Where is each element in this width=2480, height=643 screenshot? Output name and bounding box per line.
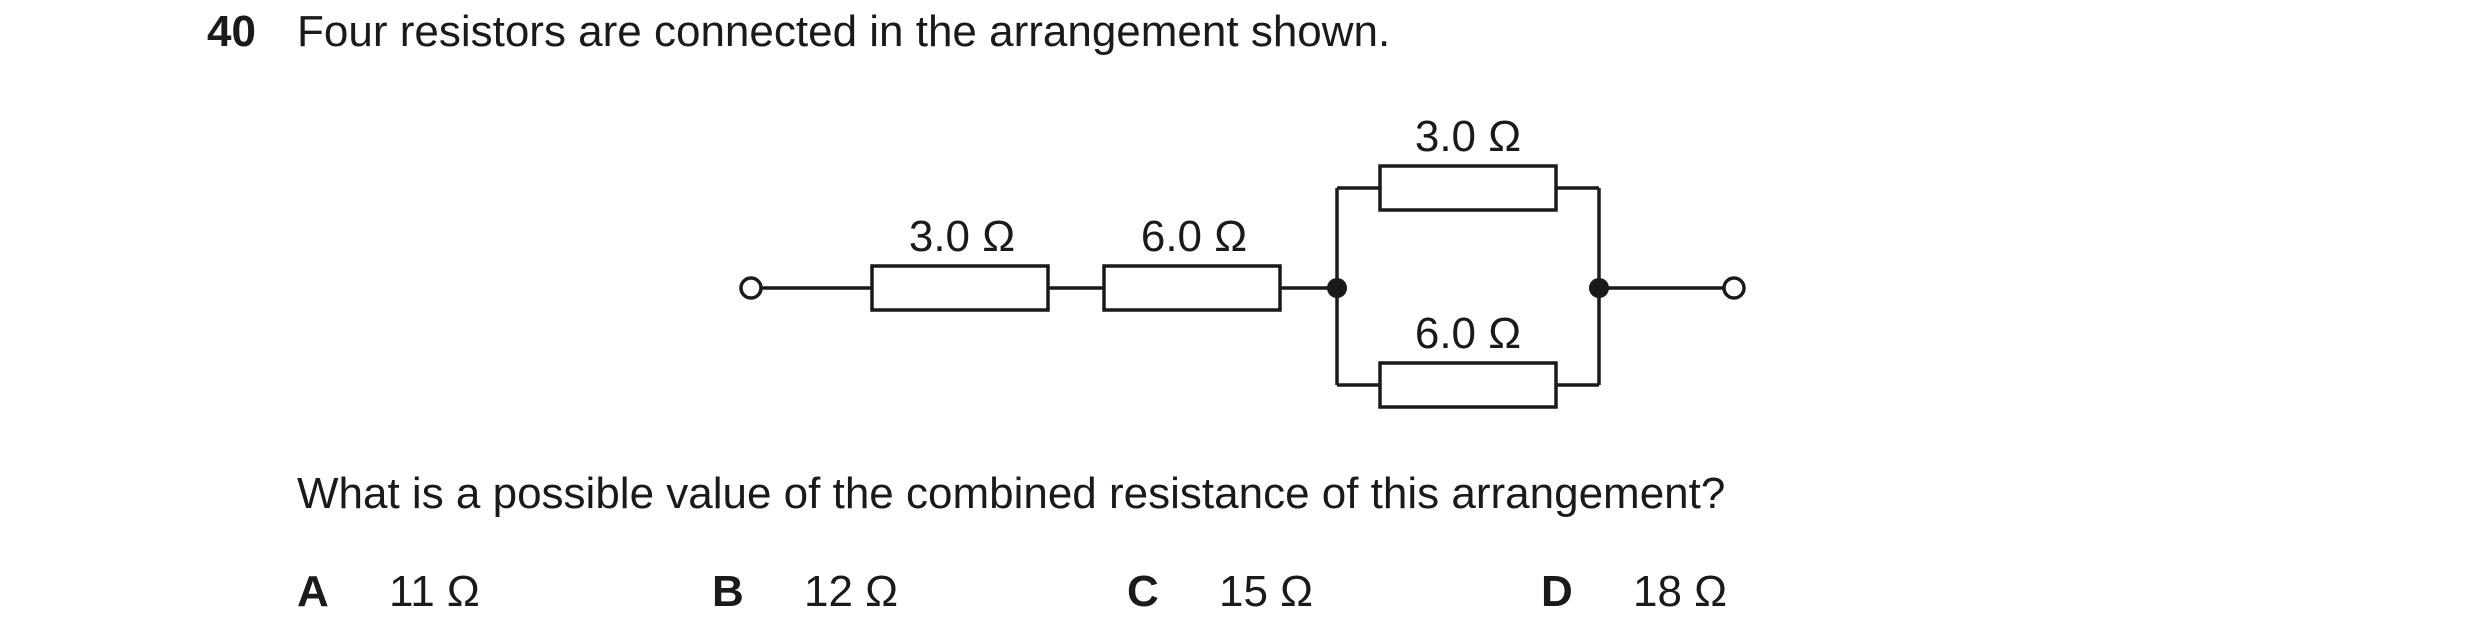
question-prompt: What is a possible value of the combined…: [297, 469, 1726, 518]
question-stem: Four resistors are connected in the arra…: [297, 7, 1391, 56]
option-c[interactable]: C 15 Ω: [1127, 560, 1313, 624]
option-letter: B: [712, 567, 744, 616]
right-terminal: [1722, 276, 1746, 300]
right-junction-dot: [1589, 278, 1609, 298]
question-number: 40: [207, 7, 256, 56]
option-letter: A: [297, 567, 329, 616]
resistor-series-2: [1102, 264, 1282, 312]
option-letter: D: [1541, 567, 1573, 616]
label-parallel-top-resistor: 3.0 Ω: [1415, 112, 1521, 161]
option-value: 18 Ω: [1633, 567, 1728, 616]
option-letter: C: [1127, 567, 1159, 616]
option-value: 12 Ω: [804, 567, 899, 616]
option-b[interactable]: B 12 Ω: [712, 560, 898, 624]
option-value: 15 Ω: [1219, 567, 1314, 616]
option-d[interactable]: D 18 Ω: [1541, 560, 1727, 624]
resistor-series-1: [870, 264, 1050, 312]
label-series-resistor-1: 3.0 Ω: [909, 212, 1015, 261]
resistor-parallel-bottom: [1378, 361, 1558, 409]
left-junction-dot: [1327, 278, 1347, 298]
option-value: 11 Ω: [389, 567, 480, 616]
left-terminal: [739, 276, 763, 300]
label-series-resistor-2: 6.0 Ω: [1141, 212, 1247, 261]
label-parallel-bottom-resistor: 6.0 Ω: [1415, 309, 1521, 358]
option-a[interactable]: A 11 Ω: [297, 560, 480, 624]
resistor-parallel-top: [1378, 164, 1558, 212]
